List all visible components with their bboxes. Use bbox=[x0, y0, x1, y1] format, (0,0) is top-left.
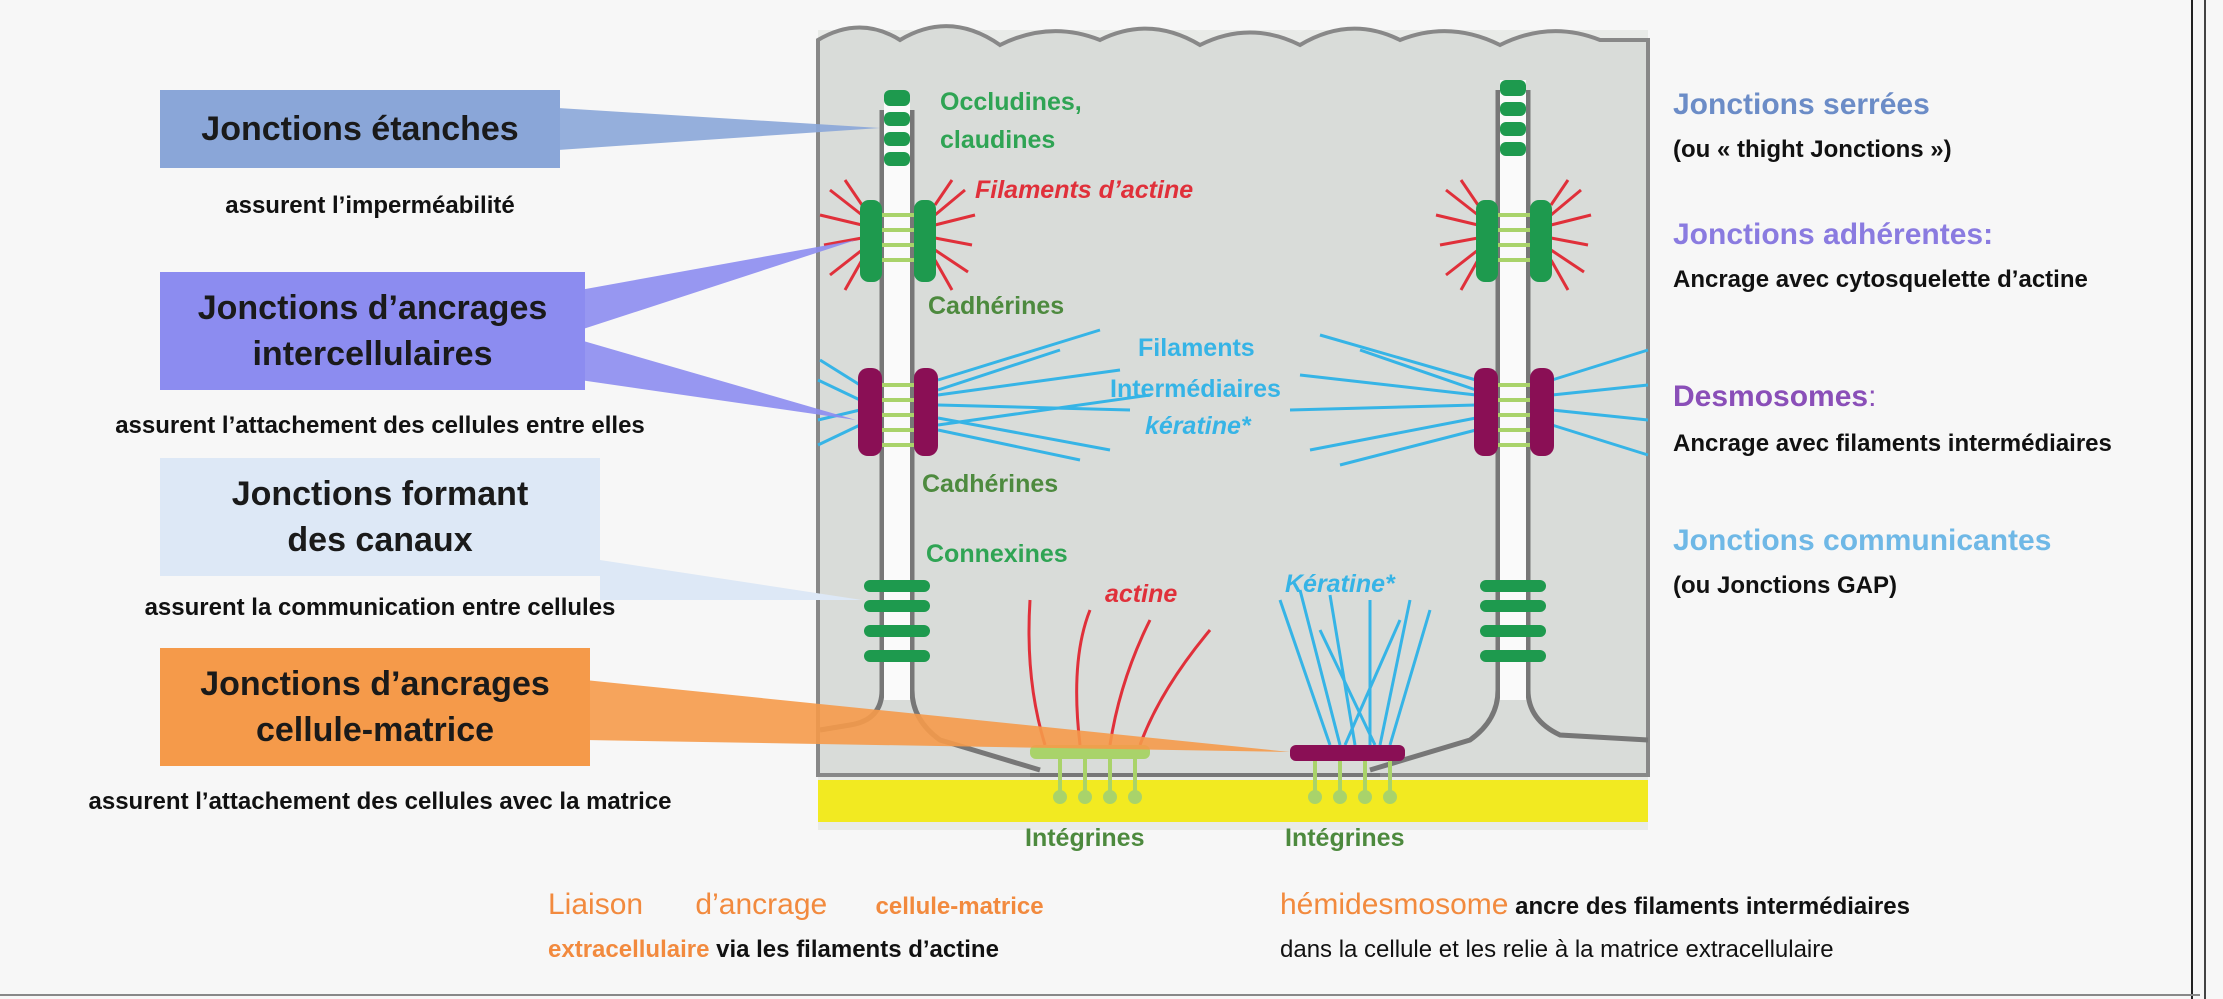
gap-junction-right bbox=[1480, 580, 1546, 662]
label-integrines-2: Intégrines bbox=[1285, 824, 1405, 852]
keratin-filaments-left bbox=[817, 328, 1151, 462]
cell-body bbox=[816, 24, 1650, 777]
membrane-right bbox=[1369, 90, 1501, 773]
frame-bottom-border bbox=[0, 994, 2200, 996]
label-keratine: kératine* bbox=[1145, 412, 1251, 440]
label-cadherines-1: Cadhérines bbox=[928, 292, 1065, 320]
label-claudines: claudines bbox=[940, 126, 1056, 154]
caption-hemi-line1: hémidesmosome ancre des filaments interm… bbox=[1280, 888, 1910, 922]
actin-fan-left bbox=[819, 179, 976, 291]
pointer-anchor-1 bbox=[580, 240, 856, 330]
caption-liaison-a: Liaison bbox=[548, 888, 644, 921]
box-anchor-line1: Jonctions d’ancrages bbox=[197, 289, 548, 327]
caption-liaison-e: via les bbox=[716, 936, 790, 963]
legend-gap-title: Jonctions communicantes bbox=[1673, 524, 2052, 557]
label-cadherines-2: Cadhérines bbox=[922, 470, 1059, 498]
membrane-right-2 bbox=[1525, 90, 1649, 743]
legend-adherent-title: Jonctions adhérentes: bbox=[1673, 218, 1994, 251]
hemidesmosome-plaque bbox=[1290, 745, 1405, 761]
box-channel-line1: Jonctions formant bbox=[231, 475, 529, 513]
desc-anchor: assurent l’attachement des cellules entr… bbox=[115, 412, 645, 439]
desc-channel: assurent la communication entre cellules bbox=[144, 594, 616, 621]
caption-liaison-line1: Liaison d’ancrage cellule-matrice bbox=[548, 888, 1044, 922]
desc-tight: assurent l’imperméabilité bbox=[225, 192, 515, 219]
tight-junction-left bbox=[884, 90, 910, 166]
pointer-anchor-2 bbox=[580, 340, 856, 420]
caption-hemi-rest1: ancre des filaments intermédiaires bbox=[1515, 893, 1910, 920]
keratin-filaments-right bbox=[1289, 333, 1649, 467]
label-occludines: Occludines, bbox=[940, 88, 1082, 116]
caption-liaison-line2: extracellulaire via les filaments d’acti… bbox=[548, 936, 999, 964]
tight-junction-right bbox=[1500, 80, 1526, 156]
caption-hemi-title: hémidesmosome bbox=[1280, 888, 1509, 921]
caption-hemi-line2: dans la cellule et les relie à la matric… bbox=[1280, 936, 1834, 963]
pointer-channel bbox=[600, 560, 862, 600]
legend-tight-sub: (ou « thight Jonctions ») bbox=[1673, 136, 1952, 163]
intercellular-space-right bbox=[1500, 80, 1526, 700]
box-anchoring-junctions: Jonctions d’ancrages intercellulaires bbox=[160, 272, 585, 390]
legend-desmosomes-title: Desmosomes: bbox=[1673, 380, 1876, 414]
desc-matrix: assurent l’attachement des cellules avec… bbox=[88, 788, 672, 815]
caption-liaison-d: extracellulaire bbox=[548, 936, 710, 963]
cadherin-lines-2 bbox=[882, 383, 1530, 447]
frame-right-border bbox=[2191, 0, 2193, 999]
frame-right-border-outer bbox=[2204, 0, 2206, 999]
legend-gap-sub: (ou Jonctions GAP) bbox=[1673, 572, 1897, 599]
legend-desmosomes-colon: : bbox=[1868, 380, 1877, 413]
box-tight-junctions: Jonctions étanches bbox=[160, 90, 560, 168]
label-connexines: Connexines bbox=[926, 540, 1068, 568]
legend-adherent-sub: Ancrage avec cytosquelette d’actine bbox=[1673, 266, 2088, 293]
legend-desmosomes-word: Desmosomes bbox=[1673, 380, 1869, 413]
cadherin-lines-1 bbox=[882, 213, 1530, 262]
label-actine: actine bbox=[1105, 580, 1178, 608]
legend-desmosomes-sub: Ancrage avec filaments intermédiaires bbox=[1673, 430, 2112, 457]
pointer-matrix bbox=[585, 680, 1290, 752]
integrins-hemi bbox=[1308, 761, 1397, 804]
box-channel-line2: des canaux bbox=[287, 521, 473, 559]
extracellular-matrix bbox=[818, 780, 1648, 822]
hemidesmosome-keratin bbox=[1278, 589, 1432, 746]
label-integrines-1: Intégrines bbox=[1025, 824, 1145, 852]
box-matrix-line2: cellule-matrice bbox=[255, 711, 495, 749]
label-keratine-cap: Kératine* bbox=[1285, 570, 1395, 598]
label-filaments: Filaments bbox=[1138, 334, 1255, 362]
legend-tight-title: Jonctions serrées bbox=[1673, 88, 1930, 121]
adherens-plaques bbox=[860, 200, 1552, 282]
gap-junction-left bbox=[864, 580, 930, 662]
box-anchor-line2: intercellulaires bbox=[252, 335, 493, 373]
box-matrix-junctions: Jonctions d’ancrages cellule-matrice bbox=[160, 648, 590, 766]
actin-fan-right bbox=[1435, 179, 1592, 291]
label-intermediaires: Intermédiaires bbox=[1110, 375, 1281, 403]
caption-liaison-f: filaments d’actine bbox=[796, 936, 999, 963]
caption-liaison-b: d’ancrage bbox=[695, 888, 828, 921]
box-matrix-line1: Jonctions d’ancrages bbox=[200, 665, 550, 703]
caption-liaison-c: cellule-matrice bbox=[875, 893, 1044, 920]
box-channel-junctions: Jonctions formant des canaux bbox=[160, 458, 600, 576]
box-tight-title: Jonctions étanches bbox=[201, 110, 519, 148]
pointer-tight bbox=[558, 108, 880, 150]
label-actin-filaments: Filaments d’actine bbox=[975, 176, 1194, 204]
integrins-focal bbox=[1053, 759, 1142, 804]
desmosome-plaques bbox=[858, 368, 1554, 456]
